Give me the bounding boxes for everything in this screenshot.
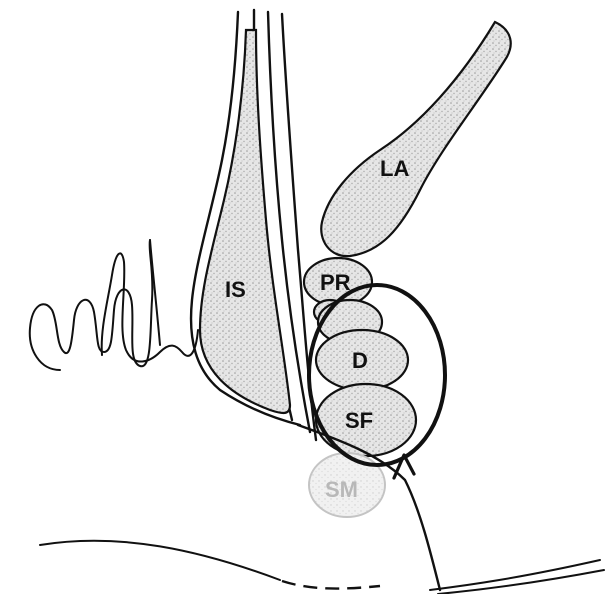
- label-la: LA: [380, 156, 409, 181]
- lower-curve-dashed: [282, 581, 380, 589]
- label-pr: PR: [320, 270, 351, 295]
- caret-mark: [394, 455, 414, 478]
- skin-folds: [30, 240, 198, 370]
- label-sm: SM: [325, 477, 358, 502]
- is-muscle: [200, 30, 290, 413]
- label-sf: SF: [345, 408, 373, 433]
- label-is: IS: [225, 277, 246, 302]
- right-contour-2: [438, 570, 604, 594]
- lower-curve: [40, 541, 280, 580]
- la-muscle: [321, 22, 510, 256]
- label-d: D: [352, 348, 368, 373]
